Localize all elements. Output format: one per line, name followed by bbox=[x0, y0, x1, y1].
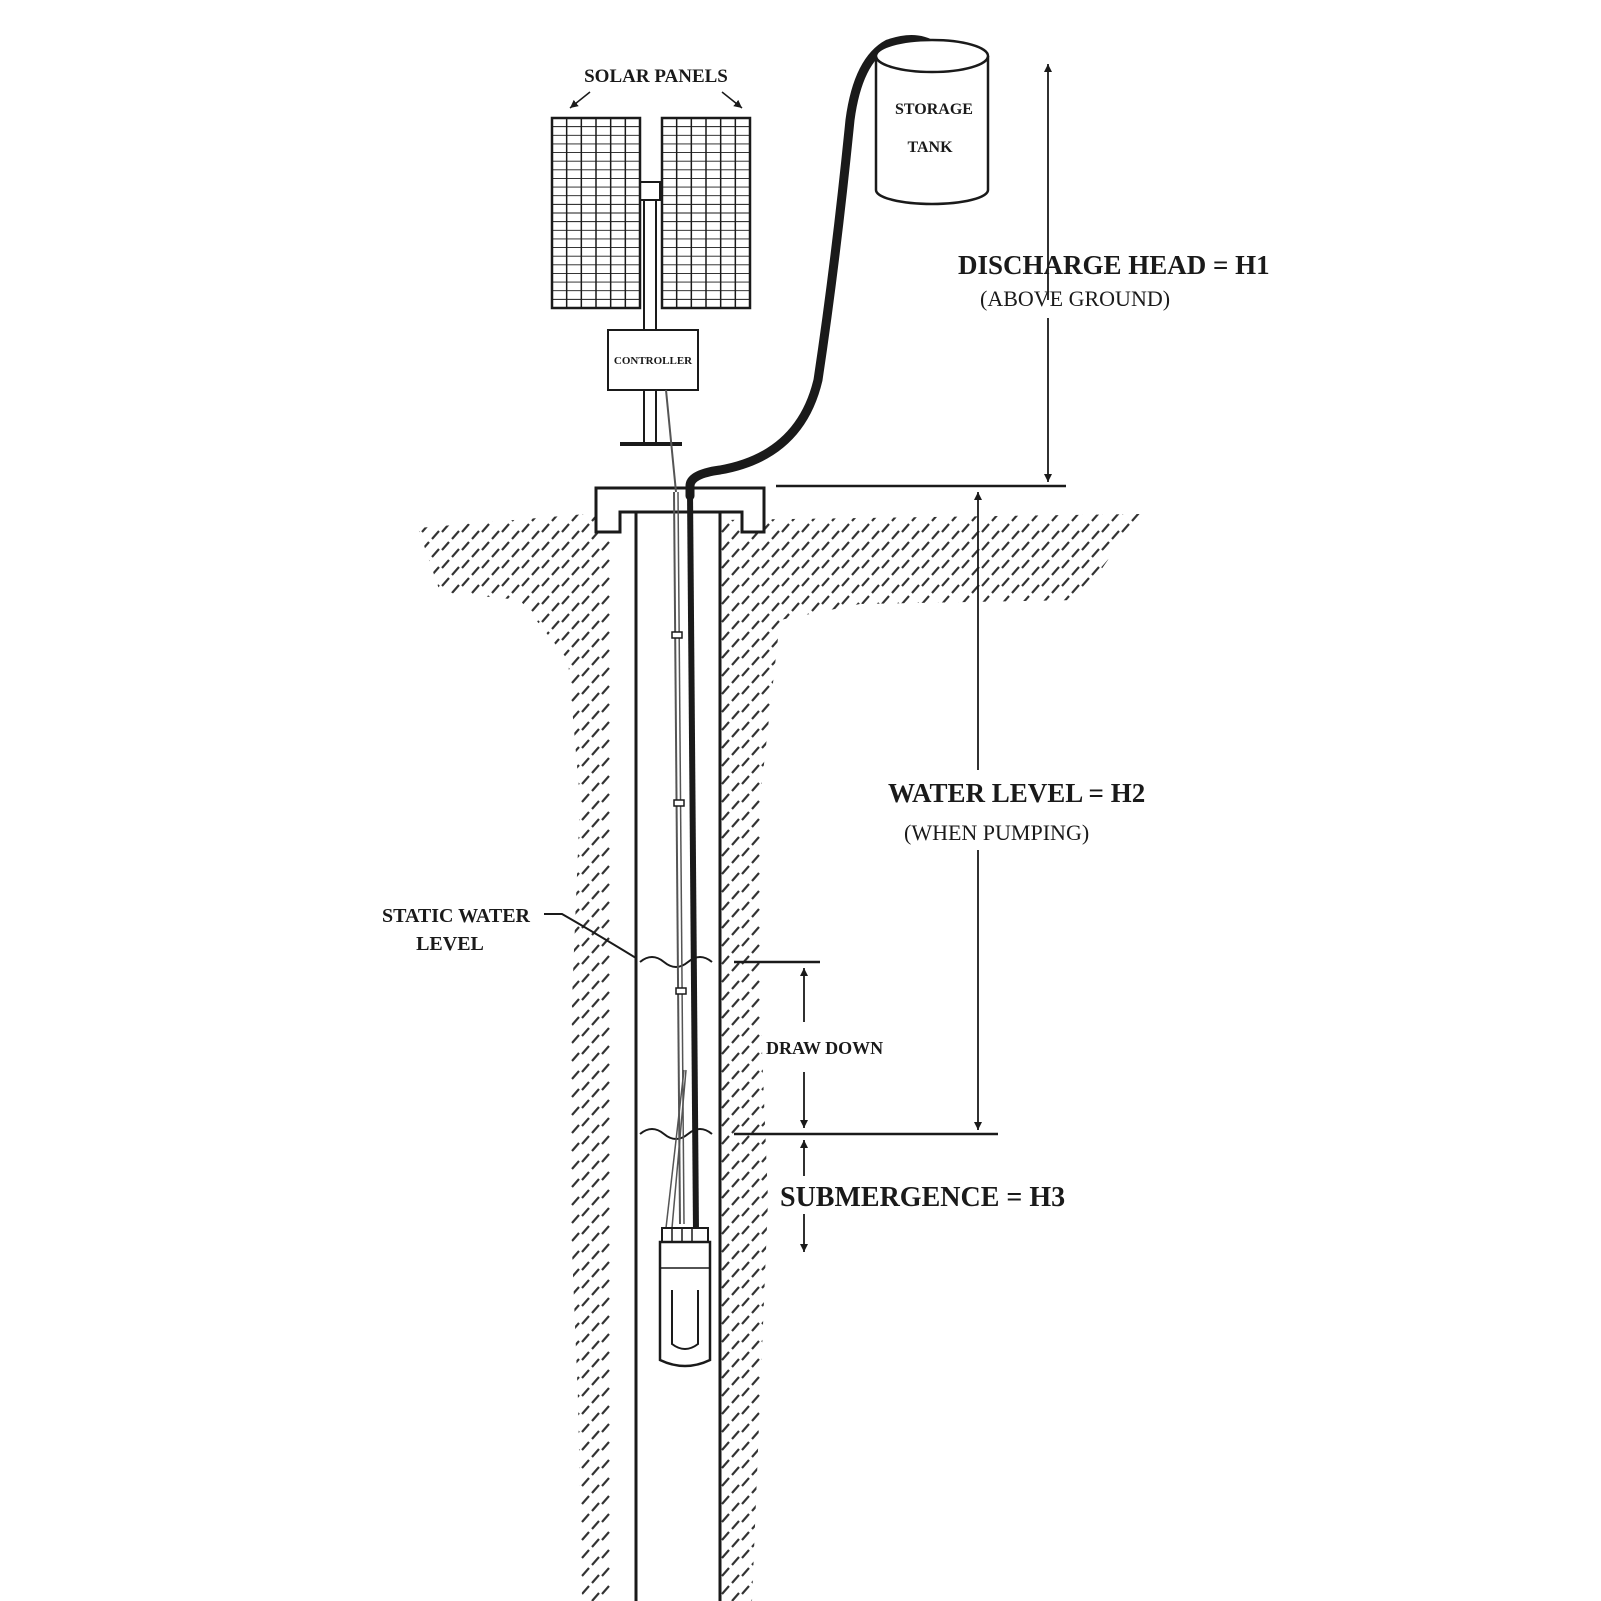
ground-hatching bbox=[418, 512, 1140, 1601]
controller-box bbox=[607, 329, 699, 391]
solar-panel-right bbox=[660, 116, 752, 310]
discharge-hose bbox=[685, 35, 939, 501]
storage-tank bbox=[874, 38, 990, 206]
static-water-label-line1: STATIC WATER bbox=[382, 905, 531, 927]
solar-panels-label: SOLAR PANELS bbox=[584, 66, 728, 87]
controller-label: CONTROLLER bbox=[614, 355, 693, 367]
static-water-leader bbox=[544, 913, 637, 959]
storage-tank-label-line1: STORAGE bbox=[895, 101, 973, 118]
submersible-pump bbox=[658, 1227, 712, 1368]
discharge-head-label: DISCHARGE HEAD = H1 bbox=[958, 250, 1270, 280]
drop-pipe bbox=[665, 491, 699, 1233]
solar-panel-left bbox=[550, 116, 642, 310]
ground-right bbox=[720, 514, 1140, 1601]
solar-left-pointer bbox=[569, 91, 591, 109]
well-cap bbox=[594, 486, 766, 534]
water-level-note: (WHEN PUMPING) bbox=[904, 820, 1089, 845]
submergence-label: SUBMERGENCE = H3 bbox=[780, 1182, 1065, 1213]
discharge-head-note: (ABOVE GROUND) bbox=[980, 286, 1170, 311]
storage-tank-label-line2: TANK bbox=[907, 139, 953, 156]
static-water-level-line bbox=[639, 956, 713, 968]
solar-right-pointer bbox=[721, 91, 743, 109]
well-casing bbox=[634, 512, 722, 1601]
draw-down-label: DRAW DOWN bbox=[766, 1038, 883, 1058]
static-water-label-line2: LEVEL bbox=[416, 933, 484, 955]
ground-left bbox=[418, 512, 610, 1601]
water-level-label: WATER LEVEL = H2 bbox=[888, 778, 1145, 808]
controller-cable bbox=[665, 389, 677, 493]
